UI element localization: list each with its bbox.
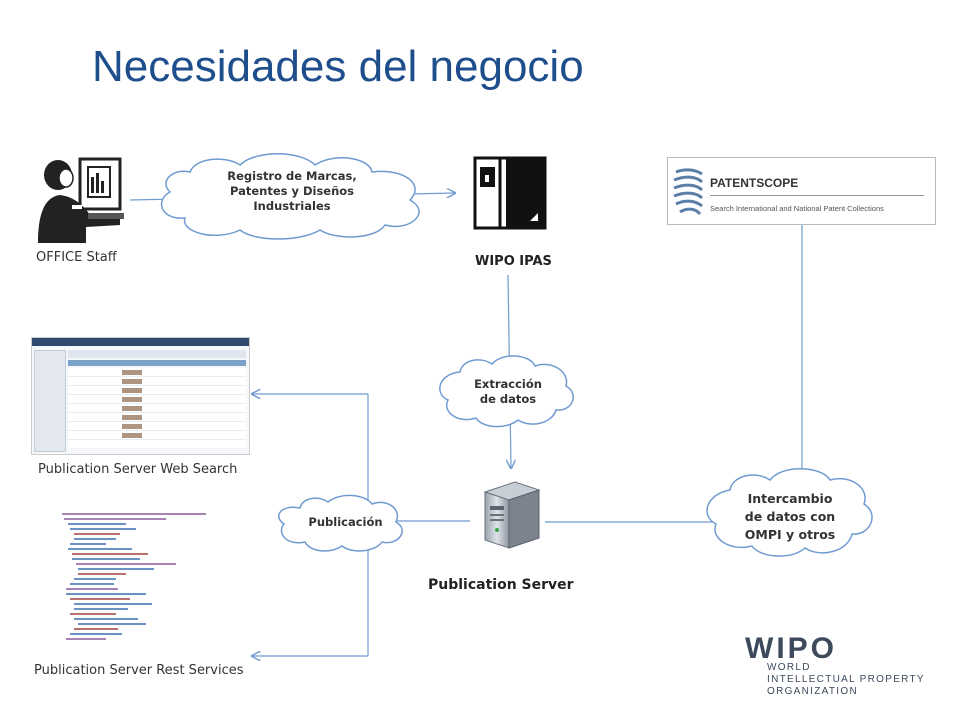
wipo-logo-line1: WORLD: [767, 662, 811, 673]
publication-server-label: Publication Server: [428, 577, 574, 593]
cabinet-icon: [473, 156, 547, 230]
cloud-extraccion-text: Extracción de datos: [463, 377, 553, 407]
patentscope-divider: [710, 195, 924, 196]
page-title: Necesidades del negocio: [92, 42, 584, 91]
cloud-extraccion-line1: Extracción: [474, 377, 542, 391]
server-icon: [483, 481, 541, 549]
rest-services-xml-thumbnail: [56, 510, 216, 646]
wipo-logo-line2: INTELLECTUAL PROPERTY: [767, 674, 925, 685]
cloud-intercambio-line1: Intercambio: [747, 491, 833, 506]
web-search-label: Publication Server Web Search: [38, 462, 238, 477]
cloud-extraccion-line2: de datos: [479, 392, 537, 406]
patentscope-name: PATENTSCOPE: [710, 176, 799, 190]
office-staff-label: OFFICE Staff: [36, 250, 117, 265]
rest-services-label: Publication Server Rest Services: [34, 663, 244, 678]
patentscope-tagline: Search International and National Patent…: [710, 204, 884, 213]
cloud-registro-line3: Industriales: [253, 199, 331, 213]
cloud-registro-line2: Patentes y Diseños: [229, 184, 355, 198]
wipo-logo: WIPO WORLD INTELLECTUAL PROPERTY ORGANIZ…: [745, 632, 925, 698]
cloud-intercambio-line3: OMPI y otros: [744, 527, 836, 542]
wipo-logo-line3: ORGANIZATION: [767, 686, 858, 697]
cloud-registro-text: Registro de Marcas, Patentes y Diseños I…: [212, 169, 372, 214]
web-search-screenshot: [31, 337, 250, 455]
cloud-extraccion-shape: [439, 355, 574, 428]
cloud-publicacion-text: Publicación: [298, 515, 393, 530]
wipo-emblem-icon: [673, 168, 704, 216]
person-at-computer-icon: [38, 157, 124, 243]
cloud-intercambio-text: Intercambio de datos con OMPI y otros: [735, 490, 845, 544]
patentscope-banner[interactable]: PATENTSCOPE Search International and Nat…: [667, 157, 936, 225]
cloud-registro-shape: [160, 153, 420, 240]
cloud-intercambio-shape: [706, 468, 873, 557]
cloud-intercambio-line2: de datos con: [744, 509, 836, 524]
wipo-ipas-label: WIPO IPAS: [475, 254, 552, 269]
cloud-registro-line1: Registro de Marcas,: [227, 169, 357, 183]
cloud-publicacion-shape: [278, 494, 403, 552]
wipo-logo-acronym: WIPO: [745, 632, 837, 665]
cloud-publicacion-line1: Publicación: [308, 515, 383, 529]
